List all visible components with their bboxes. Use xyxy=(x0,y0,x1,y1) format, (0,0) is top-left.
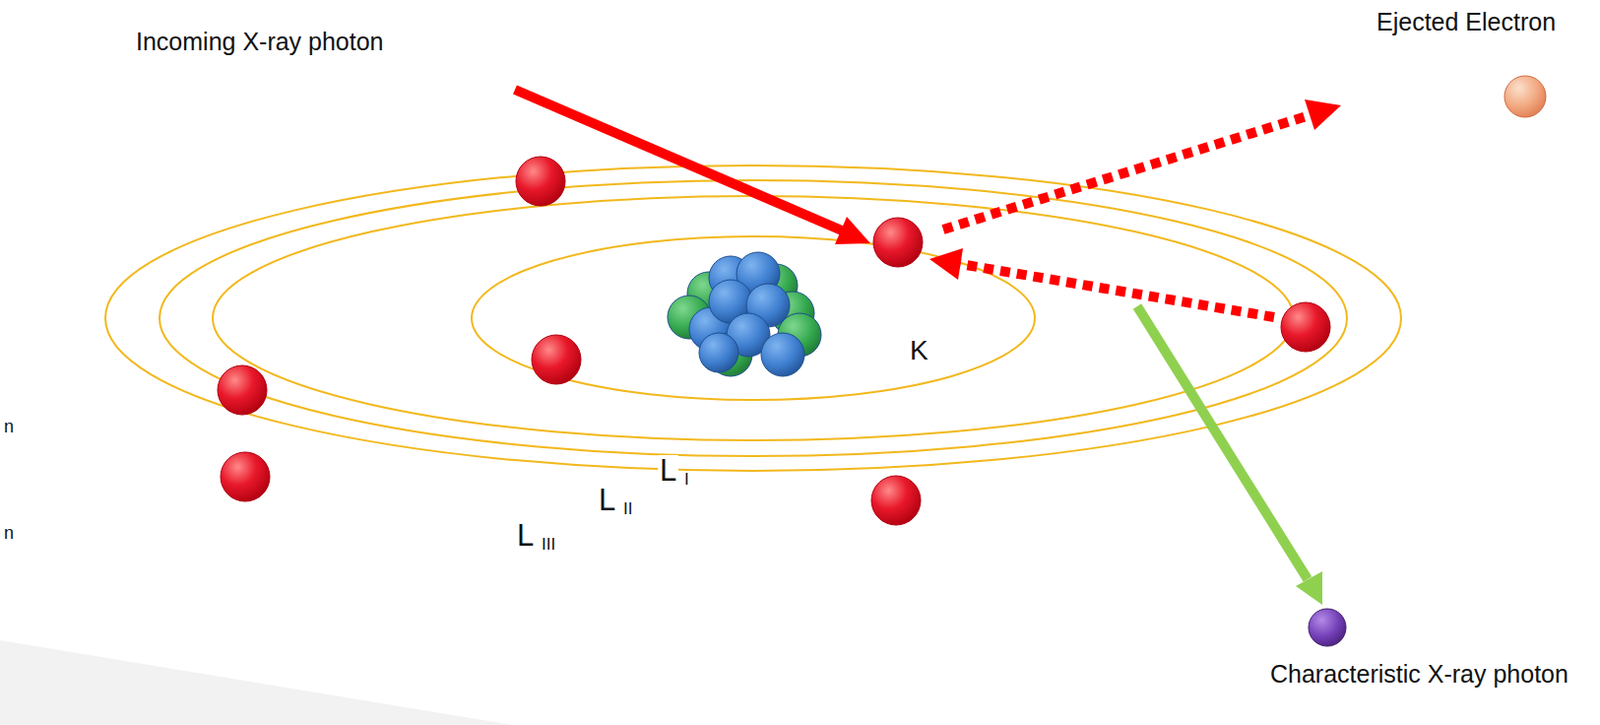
incoming-arrow xyxy=(514,89,871,245)
text-fragment: n xyxy=(3,523,14,542)
nucleus xyxy=(667,252,822,377)
shell-label: K xyxy=(907,336,931,365)
photon-label: Incoming X-ray photon xyxy=(135,29,384,55)
orbit-k xyxy=(471,236,1035,400)
text-fragment: n xyxy=(3,417,14,436)
shell-label: L xyxy=(657,454,679,486)
slide-band xyxy=(0,640,512,725)
shell-subscript: III xyxy=(539,535,558,553)
orbit-l1 xyxy=(212,195,1294,441)
emission-arrow xyxy=(1137,306,1323,605)
electron-label: Ejected Electron xyxy=(1376,9,1556,35)
orbit-l2 xyxy=(159,180,1347,456)
photon-label: Characteristic X-ray photon xyxy=(1270,661,1569,687)
ejected-electron xyxy=(1504,75,1546,118)
shell-subscript: II xyxy=(621,500,635,517)
ejection-arrow xyxy=(943,99,1342,230)
shell-label: L xyxy=(514,519,536,551)
shell-label: L xyxy=(596,484,618,515)
transition-arrow xyxy=(929,248,1275,318)
xray-photon xyxy=(1308,608,1346,646)
shell-subscript: I xyxy=(682,470,692,488)
